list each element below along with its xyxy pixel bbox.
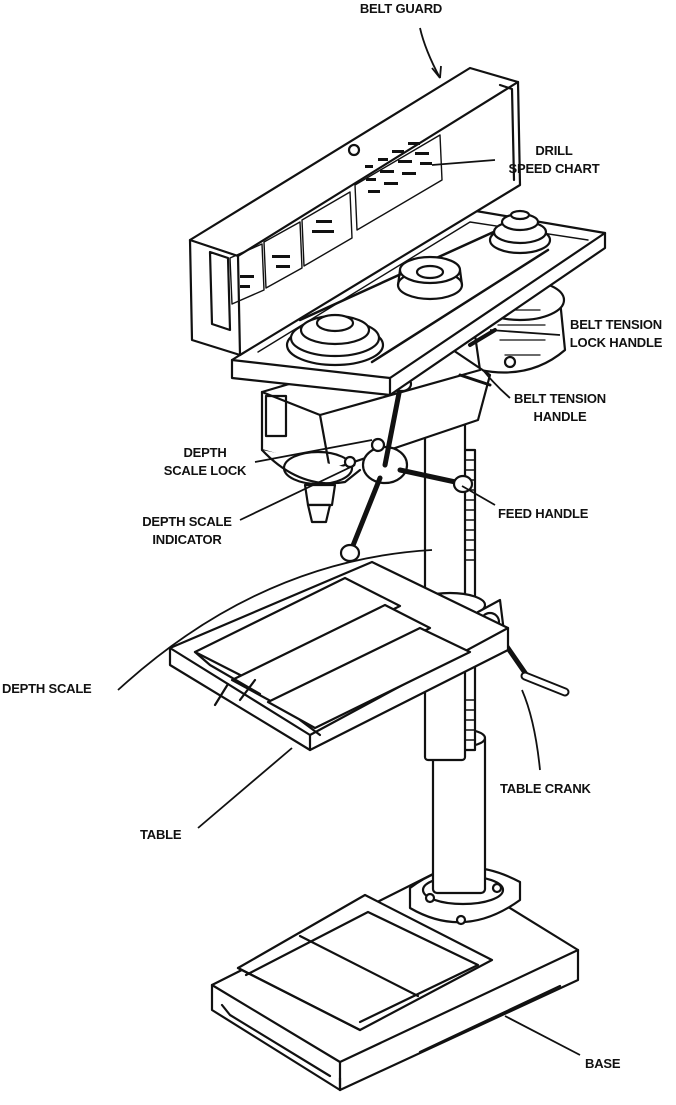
label-table-crank-text: TABLE CRANK (500, 781, 591, 796)
label-feed-handle: FEED HANDLE (498, 505, 588, 523)
label-belt-tension-lock-handle-line1: BELT TENSION (570, 317, 662, 332)
label-belt-guard: BELT GUARD (345, 0, 457, 18)
leader-belt-tension-handle (482, 369, 511, 399)
leader-depth-scale-indicator (239, 464, 356, 521)
leader-base (504, 1015, 581, 1056)
base-drawing (210, 866, 580, 1092)
label-base-text: BASE (585, 1056, 621, 1071)
label-belt-tension-handle: BELT TENSION HANDLE (500, 390, 620, 426)
label-drill-speed-chart-line1: DRILL (535, 143, 573, 158)
leader-belt-tension-lock-handle (489, 329, 561, 336)
label-depth-scale-lock: DEPTH SCALE LOCK (150, 444, 260, 480)
leader-table-crank (521, 689, 541, 771)
leader-feed-handle (461, 485, 496, 506)
label-drill-speed-chart-line2: SPEED CHART (508, 161, 600, 176)
label-base: BASE (585, 1055, 621, 1073)
label-depth-scale-indicator: DEPTH SCALE INDICATOR (128, 513, 246, 549)
leader-depth-scale (117, 549, 433, 691)
leader-depth-scale-lock (254, 439, 373, 463)
label-belt-tension-lock-handle-line2: LOCK HANDLE (569, 335, 663, 350)
label-depth-scale-indicator-line1: DEPTH SCALE (142, 514, 232, 529)
leader-table (197, 747, 293, 829)
label-depth-scale: DEPTH SCALE (2, 680, 92, 698)
label-table-text: TABLE (140, 827, 182, 842)
belt-guard-drawing (188, 66, 522, 357)
label-table-crank: TABLE CRANK (500, 780, 591, 798)
label-depth-scale-indicator-line2: INDICATOR (152, 532, 222, 547)
label-belt-tension-handle-line1: BELT TENSION (514, 391, 606, 406)
label-table: TABLE (140, 826, 182, 844)
leader-lines (117, 27, 581, 1056)
leader-drill-speed-chart (431, 159, 496, 166)
table-drawing (168, 560, 510, 752)
label-feed-handle-text: FEED HANDLE (498, 506, 589, 521)
label-depth-scale-text: DEPTH SCALE (2, 681, 92, 696)
label-depth-scale-lock-line2: SCALE LOCK (163, 463, 247, 478)
label-drill-speed-chart: DRILL SPEED CHART (492, 142, 616, 178)
leader-belt-guard (419, 27, 441, 79)
label-belt-guard-text: BELT GUARD (359, 1, 443, 16)
label-depth-scale-lock-line1: DEPTH (183, 445, 227, 460)
label-belt-tension-lock-handle: BELT TENSION LOCK HANDLE (558, 316, 674, 352)
pulley-tray-drawing (230, 208, 607, 397)
label-belt-tension-handle-line2: HANDLE (533, 409, 587, 424)
